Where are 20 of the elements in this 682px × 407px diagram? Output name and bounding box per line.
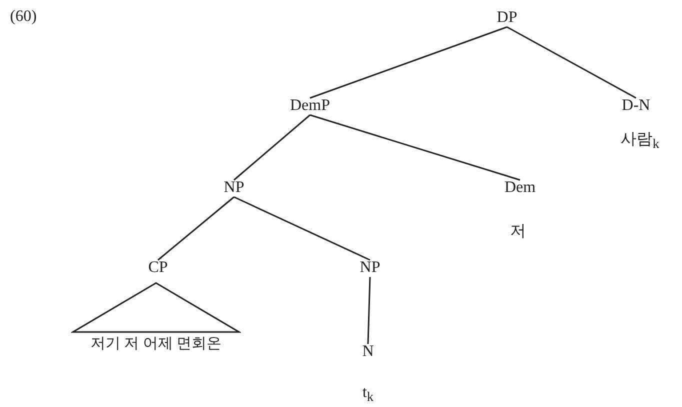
category-label: Dem [504,178,536,198]
tree-branch [234,196,370,261]
category-label: D-N [622,96,650,116]
category-label: DP [496,8,518,28]
terminal-word: t$_{k}$ [362,383,374,406]
tree-branch [234,114,310,181]
category-label: N [362,342,374,362]
terminal-string: 저기 저 어제 면회온 [90,335,222,354]
terminal-word: 저 [510,222,526,242]
category-label: NP [360,258,380,278]
tree-branch [506,26,636,99]
example-number: (60) [10,8,37,26]
tree-branch [310,114,520,181]
tree-branch [310,26,508,99]
tree-branch [367,276,371,344]
category-label: NP [224,178,244,198]
terminal-word: 사람$_{k}$ [620,130,660,154]
category-label: CP [148,258,168,278]
tree-branch [158,196,234,261]
category-label: DemP [290,96,330,116]
